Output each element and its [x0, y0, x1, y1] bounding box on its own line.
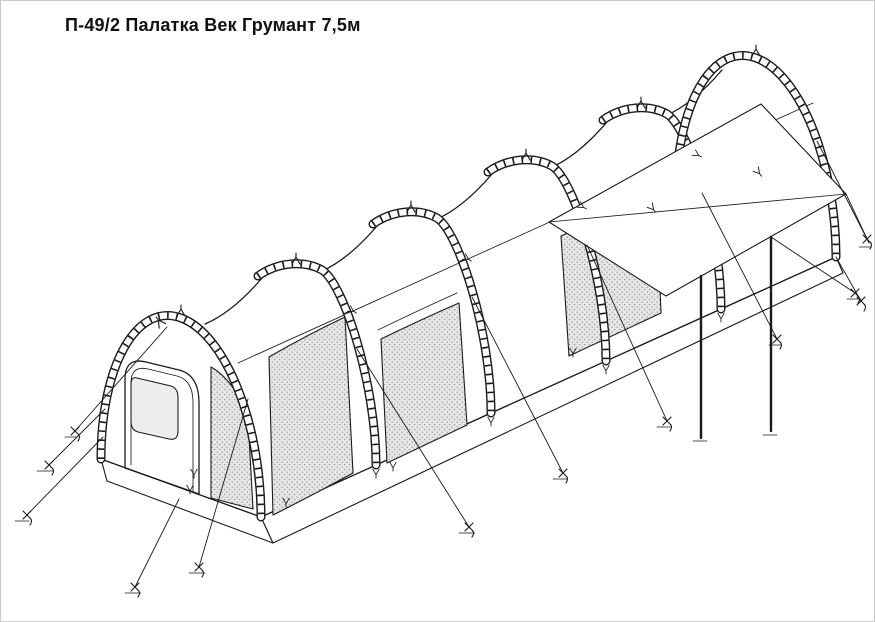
- side-mesh-window-2: [380, 302, 468, 464]
- guy-line: [845, 193, 870, 244]
- guy-line: [835, 256, 862, 302]
- guy-line: [770, 236, 856, 294]
- guy-line: [701, 192, 778, 340]
- guy-line: [26, 436, 104, 516]
- guy-line: [471, 296, 564, 474]
- awning-fold-line: [548, 193, 847, 223]
- base-edge-side: [260, 256, 837, 518]
- ground-marks: [14, 246, 872, 594]
- guy-line: [74, 326, 168, 432]
- stake-icon: [44, 460, 55, 476]
- front-face: [124, 360, 254, 510]
- guy-lines: [26, 140, 870, 588]
- stake-icon: [130, 582, 141, 598]
- stake-icon: [464, 522, 475, 538]
- stake-icon: [772, 334, 783, 350]
- stake-icon: [662, 416, 673, 432]
- guy-line: [586, 244, 668, 422]
- guy-line: [198, 398, 249, 568]
- side-mesh-window-1: [268, 316, 354, 516]
- door-zipper: [130, 367, 194, 492]
- guy-line: [356, 348, 470, 528]
- window-flap-roll: [377, 292, 458, 331]
- guy-line: [816, 140, 868, 240]
- guy-line: [134, 498, 180, 588]
- stake-icon: [22, 510, 33, 526]
- stake-icon: [558, 468, 569, 484]
- door-outline: [124, 360, 200, 495]
- door-window: [130, 377, 179, 440]
- drawing-title: П-49/2 Палатка Век Грумант 7,5м: [65, 15, 361, 35]
